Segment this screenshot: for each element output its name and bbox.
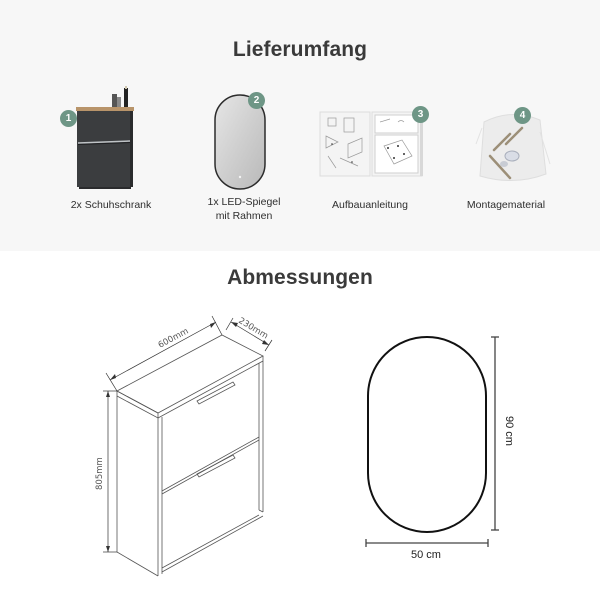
- item-label-led-mirror: 1x LED-Spiegel mit Rahmen: [174, 195, 314, 223]
- item-label-led-mirror-line2: mit Rahmen: [215, 210, 273, 222]
- assembly-manual-image: [318, 108, 424, 180]
- item-label-led-mirror-line1: 1x LED-Spiegel: [207, 196, 281, 208]
- item-badge-2: 2: [248, 92, 265, 109]
- dimensions-title: Abmessungen: [227, 266, 373, 289]
- item-label-shoe-cabinet: 2x Schuhschrank: [70, 199, 152, 211]
- item-label-mounting-hardware: Montagematerial: [466, 199, 546, 211]
- delivery-title: Lieferumfang: [232, 38, 368, 61]
- item-badge-1: 1: [60, 110, 77, 127]
- cabinet-height-label: 805mm: [95, 457, 105, 490]
- item-badge-3: 3: [412, 106, 429, 123]
- led-mirror-image: [213, 93, 269, 193]
- mounting-hardware-bag-image: [474, 104, 552, 196]
- item-badge-4: 4: [514, 107, 531, 124]
- shoe-cabinet-image: [60, 85, 170, 195]
- mirror-height-label: 90 cm: [503, 416, 515, 446]
- item-label-assembly-manual: Aufbauanleitung: [332, 199, 408, 211]
- mirror-width-label: 50 cm: [411, 549, 441, 561]
